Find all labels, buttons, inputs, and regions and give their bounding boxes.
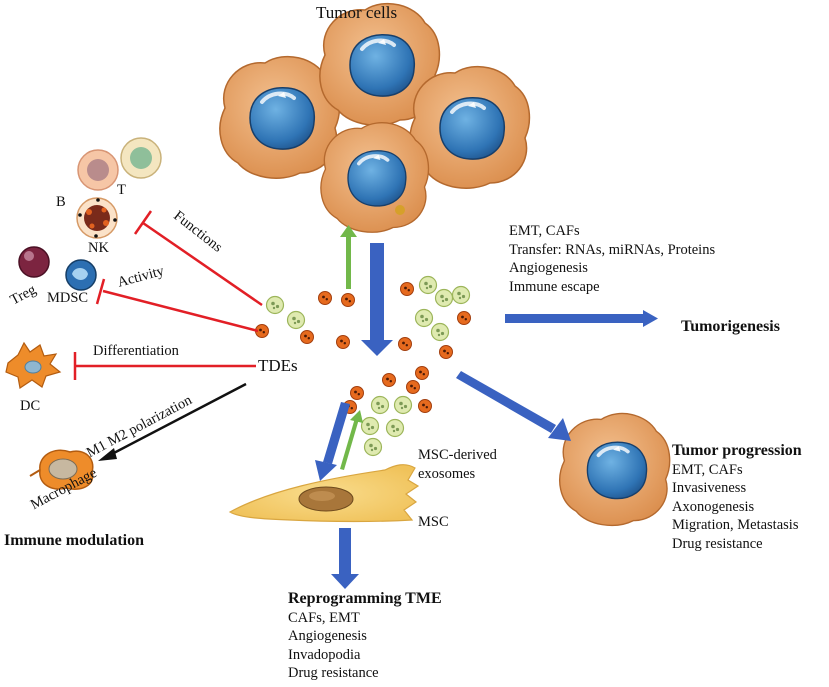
dc-label: DC	[20, 398, 41, 414]
reprogramming-title: Reprogramming TME	[288, 590, 442, 607]
reprogramming-item: Drug resistance	[288, 665, 379, 681]
arrow-up-green	[340, 225, 357, 289]
progression-item: Migration, Metastasis	[672, 517, 799, 533]
macrophage-cell	[29, 449, 94, 490]
reprogramming-item: CAFs, EMT	[288, 609, 360, 626]
tumor-cell	[319, 120, 431, 234]
arrow-down-tdes	[361, 243, 393, 356]
progression-list: Tumor progression EMT, CAFs Invasiveness…	[672, 442, 802, 553]
msc-label: MSC	[418, 514, 449, 530]
polarization-arrow	[98, 382, 247, 461]
tumorigenesis-item: Angiogenesis	[509, 260, 588, 276]
msc-exosomes-label: MSC-derived exosomes	[418, 446, 497, 483]
arrow-msc-exosome-green	[340, 410, 363, 470]
dc-cell	[5, 341, 62, 390]
immune-modulation-title: Immune modulation	[4, 532, 145, 549]
tumor-cell-progression	[557, 411, 672, 528]
msc-exosomes-line: exosomes	[418, 465, 476, 482]
tumorigenesis-title: Tumorigenesis	[681, 318, 780, 335]
progression-item: Axonogenesis	[672, 498, 755, 515]
nk-cell	[76, 197, 118, 239]
exosome-budding	[395, 205, 405, 215]
t-cell-label: T	[117, 182, 126, 198]
msc-exosomes-line: MSC-derived	[418, 447, 497, 463]
arrow-progression	[456, 371, 571, 441]
tumor-cells-title: Tumor cells	[316, 3, 398, 22]
tumorigenesis-item: Transfer: RNAs, miRNAs, Proteins	[509, 241, 716, 258]
arrow-to-msc	[315, 402, 350, 481]
msc-cell	[228, 464, 420, 523]
tumorigenesis-item: EMT, CAFs	[509, 223, 580, 239]
b-cell	[77, 149, 119, 191]
inhibit-functions	[133, 210, 263, 307]
tdes-label: TDEs	[258, 356, 298, 375]
b-cell-label: B	[56, 194, 66, 210]
progression-title: Tumor progression	[672, 442, 802, 459]
tumorigenesis-list: EMT, CAFs Transfer: RNAs, miRNAs, Protei…	[509, 222, 715, 296]
reprogramming-item: Angiogenesis	[288, 628, 367, 644]
reprogramming-list: Reprogramming TME CAFs, EMT Angiogenesis…	[288, 590, 442, 683]
tumorigenesis-item: Immune escape	[509, 278, 600, 295]
arrow-tumorigenesis	[505, 310, 658, 327]
reprogramming-item: Invadopodia	[288, 646, 361, 663]
inhibit-activity	[95, 278, 259, 333]
mdsc-label: MDSC	[47, 290, 89, 306]
arrow-reprogramming	[331, 528, 359, 589]
mdsc-cell	[65, 259, 97, 291]
progression-item: Drug resistance	[672, 535, 763, 552]
inhibit-differentiation	[73, 352, 256, 380]
differentiation-label: Differentiation	[93, 343, 179, 359]
progression-item: Invasiveness	[672, 480, 747, 496]
nk-cell-label: NK	[88, 240, 109, 256]
t-cell	[120, 137, 162, 179]
treg-cell	[18, 246, 50, 278]
progression-item: EMT, CAFs	[672, 461, 743, 478]
